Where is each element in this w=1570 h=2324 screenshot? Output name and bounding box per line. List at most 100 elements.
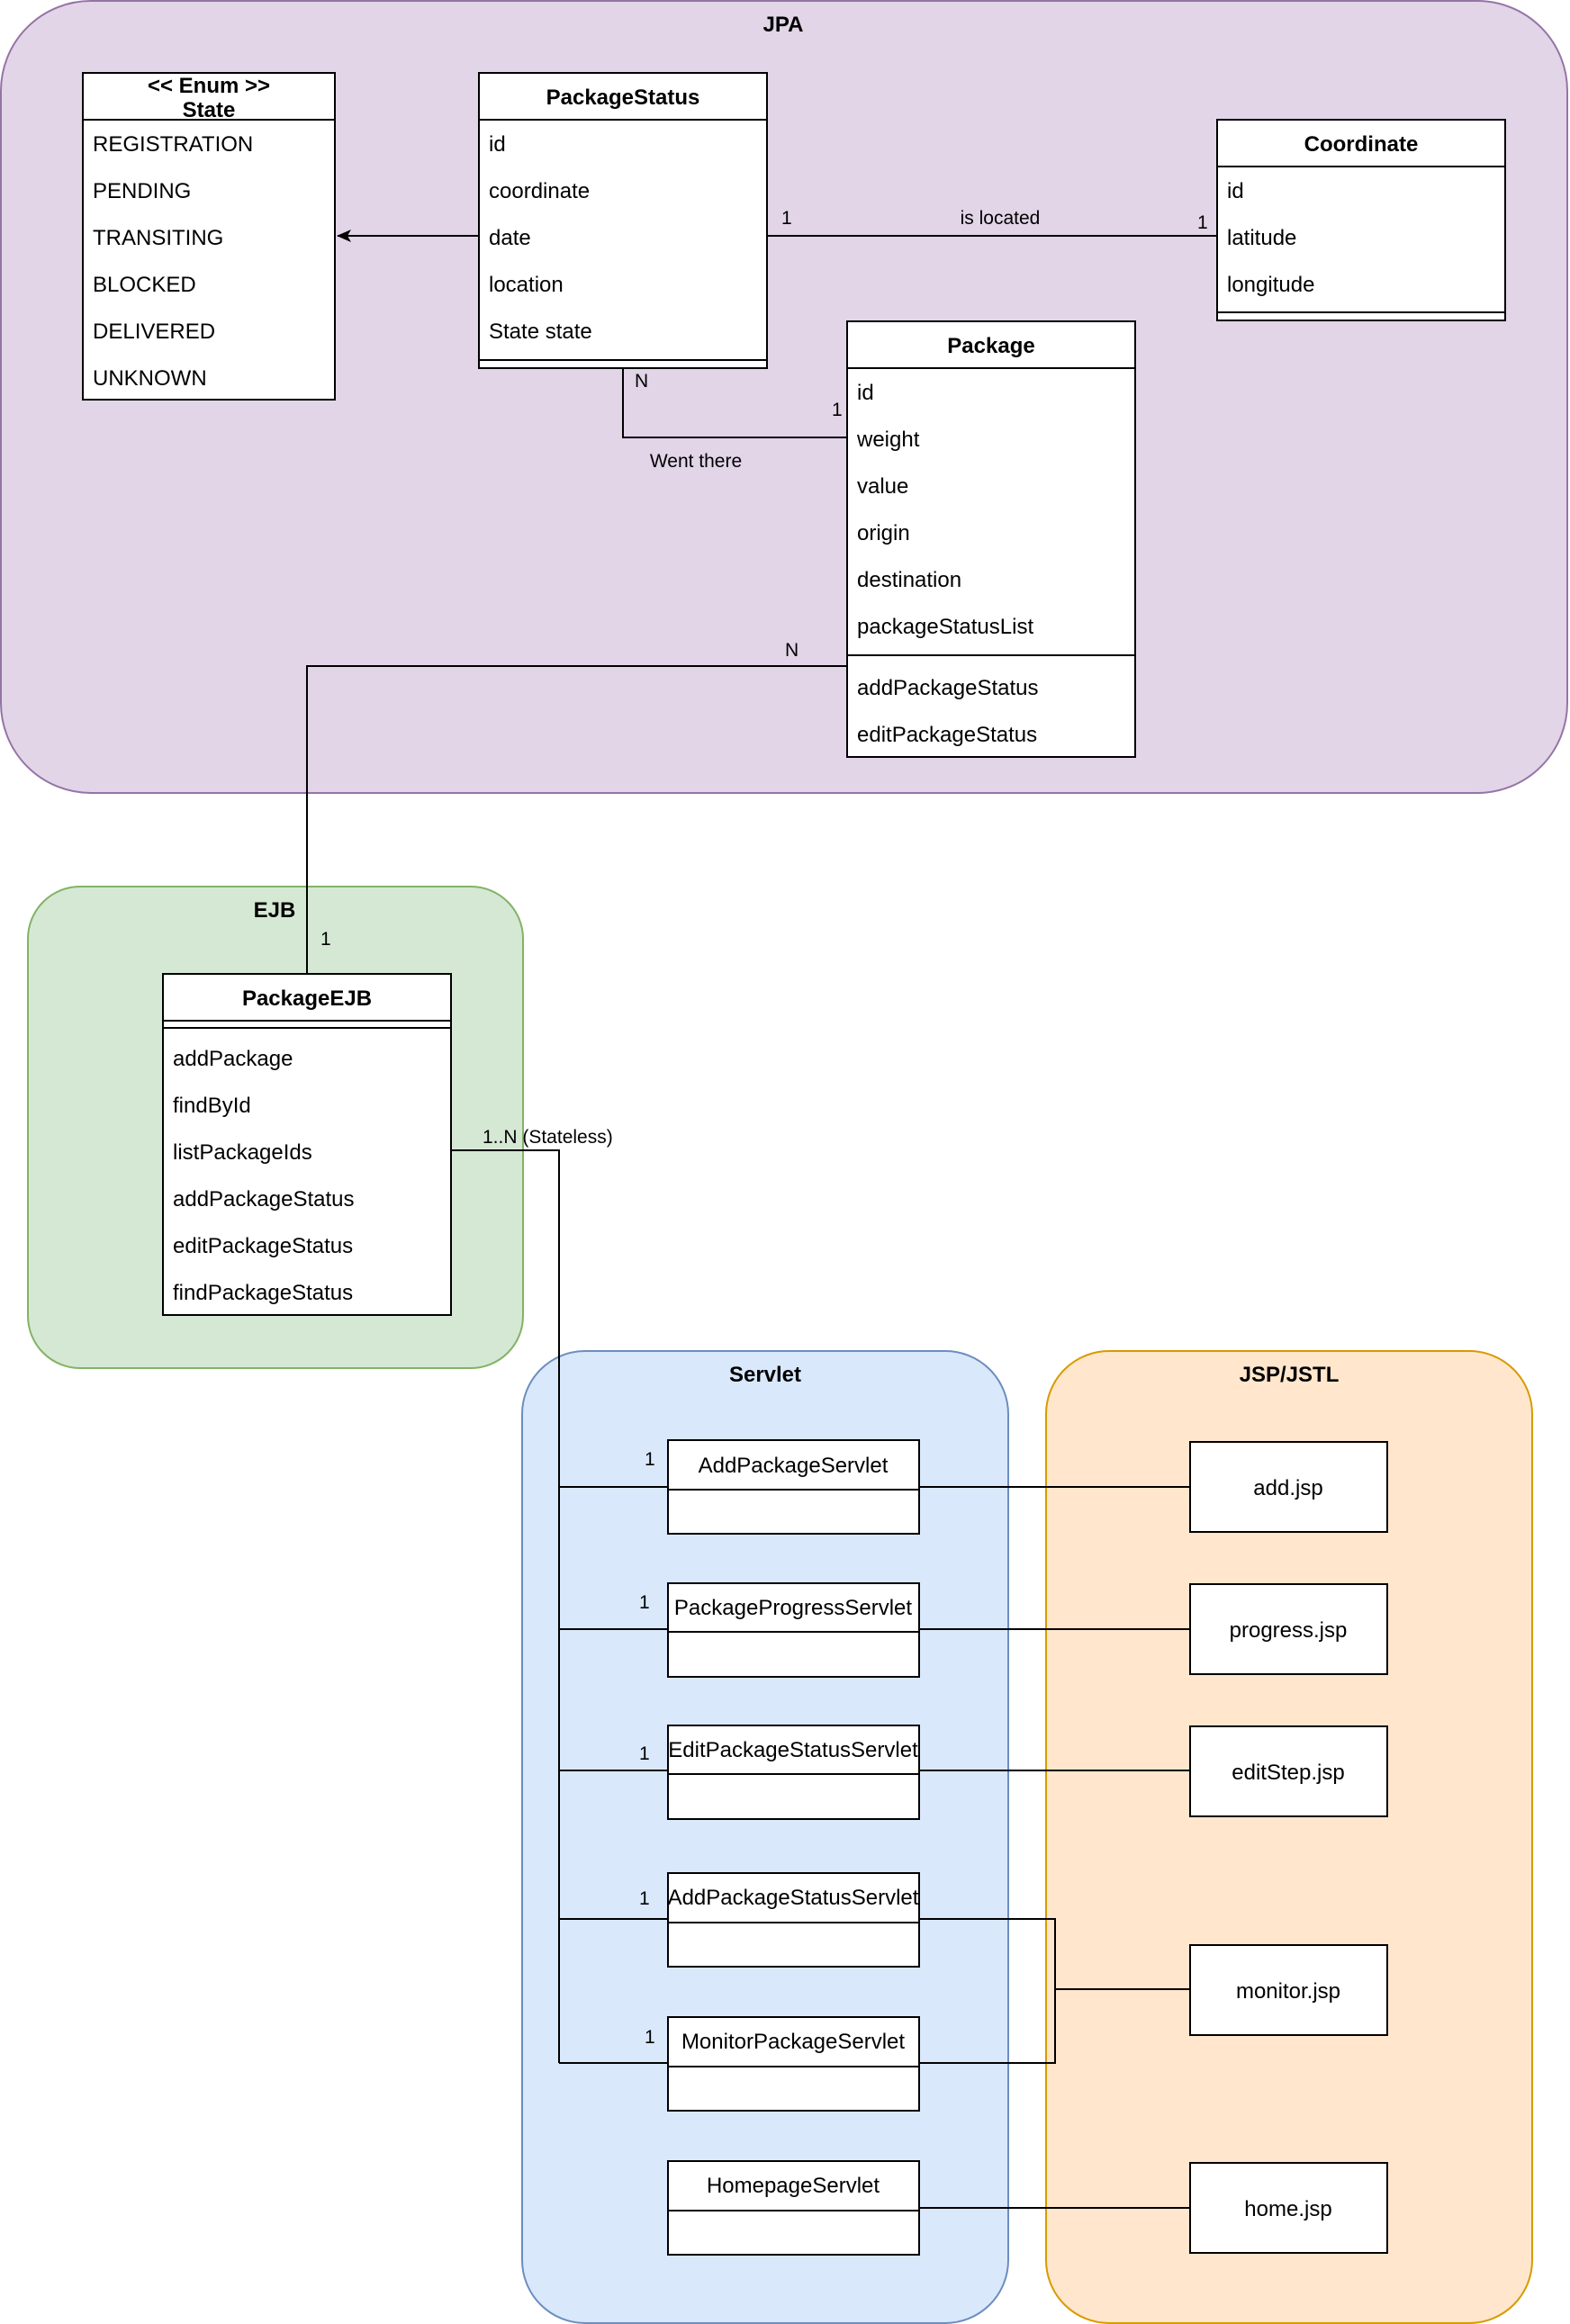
enum-value: TRANSITING <box>93 226 223 250</box>
class-package-ejb-box <box>162 973 452 1316</box>
class-package-title: Package <box>947 334 1034 358</box>
enum-value: DELIVERED <box>93 320 215 344</box>
class-method: editPackageStatus <box>173 1234 353 1258</box>
servlet-box <box>667 2160 920 2256</box>
group-ejb-title: EJB <box>254 898 296 923</box>
class-attribute: id <box>1227 179 1244 203</box>
group-servlet-title: Servlet <box>729 1363 801 1387</box>
jsp-progress: progress.jsp <box>1189 1583 1388 1675</box>
class-package-status-box <box>478 72 768 369</box>
jsp-title: editStep.jsp <box>1232 1761 1344 1785</box>
class-state-title: State <box>183 98 236 122</box>
servlet-box <box>667 1439 920 1535</box>
ejb-servlets-label: 1..N (Stateless) <box>483 1127 613 1148</box>
servlet-mult: 1 <box>645 1449 655 1470</box>
group-jpa-title: JPA <box>763 13 804 37</box>
class-attribute: weight <box>856 428 920 452</box>
servlet-title: AddPackageStatusServlet <box>668 1886 919 1910</box>
class-attribute: value <box>857 474 908 499</box>
servlet-mult: 1 <box>645 2027 655 2048</box>
class-attribute: destination <box>857 568 961 592</box>
jsp-title: home.jsp <box>1244 2197 1331 2221</box>
jsp-title: add.jsp <box>1253 1476 1322 1500</box>
class-attribute: date <box>489 226 531 250</box>
class-coordinate-box <box>1216 119 1506 321</box>
class-attribute: packageStatusList <box>857 615 1033 639</box>
package-ejb-mult-package: N <box>785 640 799 661</box>
class-method: listPackageIds <box>173 1140 312 1165</box>
class-method: editPackageStatus <box>857 723 1037 747</box>
servlet-mult: 1 <box>639 1888 650 1909</box>
class-attribute: id <box>489 132 506 157</box>
class-package-ejb: PackageEJB addPackage findById listPacka… <box>162 973 452 1316</box>
servlet-box <box>667 1725 920 1820</box>
group-jsp: JSP/JSTL <box>1045 1350 1533 2324</box>
edge-went-there <box>622 367 847 438</box>
servlet-add-package: AddPackageServlet <box>667 1439 920 1535</box>
servlet-monitor-package: MonitorPackageServlet <box>667 2016 920 2112</box>
servlet-edit-package-status: EditPackageStatusServlet <box>667 1725 920 1820</box>
servlet-title: MonitorPackageServlet <box>681 2030 905 2054</box>
group-jsp-title: JSP/JSTL <box>1240 1363 1340 1387</box>
class-method: addPackageStatus <box>173 1187 354 1212</box>
went-there-label: Went there <box>650 451 742 472</box>
enum-value: REGISTRATION <box>93 132 253 157</box>
edge-addstatus-servlet-monitor <box>919 1918 1056 2064</box>
class-package-status-title: PackageStatus <box>546 86 700 110</box>
servlet-box <box>667 1582 920 1678</box>
jsp-box <box>1189 1725 1388 1817</box>
class-method: findPackageStatus <box>173 1281 353 1305</box>
class-state-stereotype: << Enum >> <box>148 74 270 98</box>
servlet-title: HomepageServlet <box>707 2174 880 2198</box>
group-jpa: JPA <box>0 0 1568 794</box>
class-attribute: id <box>857 381 874 405</box>
servlet-package-progress: PackageProgressServlet <box>667 1582 920 1678</box>
is-located-mult-left: 1 <box>781 208 792 229</box>
went-there-mult-status: N <box>635 371 648 392</box>
jsp-add: add.jsp <box>1189 1441 1388 1533</box>
jsp-monitor: monitor.jsp <box>1189 1944 1388 2036</box>
class-attribute: location <box>489 273 564 297</box>
servlet-box <box>667 2016 920 2112</box>
jsp-box <box>1189 1944 1388 2036</box>
class-method: findById <box>173 1094 251 1118</box>
group-jsp-bg <box>1045 1350 1533 2324</box>
relation-labels: is located 1 1 Went there N 1 N 1 1..N (… <box>320 208 1208 2048</box>
group-jpa-bg <box>0 0 1568 794</box>
servlet-add-package-status: AddPackageStatusServlet <box>667 1872 920 1968</box>
servlet-box <box>667 1872 920 1968</box>
jsp-box <box>1189 1583 1388 1675</box>
class-state: << Enum >> State REGISTRATION PENDING TR… <box>82 72 336 401</box>
package-ejb-mult-ejb: 1 <box>320 929 331 950</box>
class-attribute: origin <box>857 521 910 545</box>
enum-value: UNKNOWN <box>93 366 207 391</box>
edge-package-ejb <box>306 665 847 974</box>
class-coordinate-title: Coordinate <box>1304 132 1419 157</box>
edge-ejb-servlets <box>451 1149 560 2063</box>
class-method: addPackage <box>173 1047 293 1071</box>
class-method: addPackageStatus <box>857 676 1038 700</box>
servlet-title: PackageProgressServlet <box>674 1596 912 1620</box>
class-package-ejb-title: PackageEJB <box>242 986 372 1011</box>
servlet-title: AddPackageServlet <box>699 1454 889 1478</box>
is-located-label: is located <box>961 208 1041 229</box>
went-there-mult-package: 1 <box>832 400 843 420</box>
jsp-title: monitor.jsp <box>1236 1979 1340 2004</box>
jsp-box <box>1189 1441 1388 1533</box>
is-located-mult-right: 1 <box>1197 212 1208 233</box>
servlet-homepage: HomepageServlet <box>667 2160 920 2256</box>
class-package-box <box>846 320 1136 758</box>
enum-value: PENDING <box>93 179 191 203</box>
class-package-status: PackageStatus id coordinate date locatio… <box>478 72 768 369</box>
servlet-mult: 1 <box>639 1592 650 1613</box>
class-coordinate: Coordinate id latitude longitude <box>1216 119 1506 321</box>
class-attribute: coordinate <box>489 179 590 203</box>
connectors <box>306 230 1217 2209</box>
class-attribute: latitude <box>1227 226 1296 250</box>
class-package: Package id weight value origin destinati… <box>846 320 1136 758</box>
jsp-box <box>1189 2162 1388 2254</box>
jsp-title: progress.jsp <box>1230 1618 1348 1643</box>
servlet-title: EditPackageStatusServlet <box>668 1738 918 1762</box>
enum-value: BLOCKED <box>93 273 196 297</box>
class-attribute: longitude <box>1227 273 1314 297</box>
